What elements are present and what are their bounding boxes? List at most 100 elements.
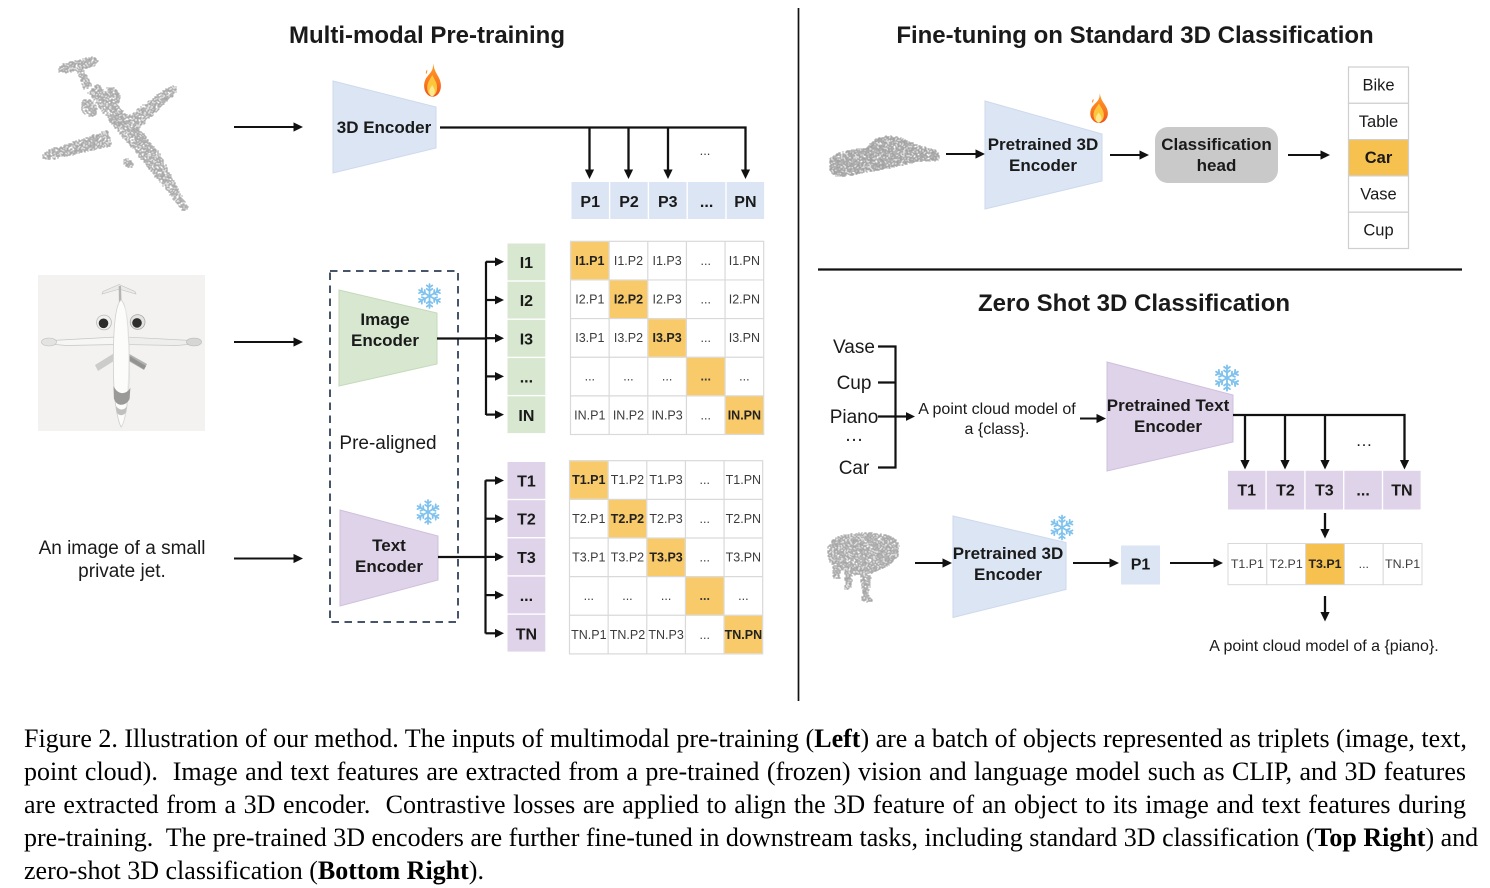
svg-text:An image of a small: An image of a small	[39, 538, 206, 559]
svg-text:…: …	[1356, 431, 1373, 450]
svg-text:...: ...	[623, 370, 633, 384]
svg-text:...: ...	[661, 589, 671, 603]
svg-text:Table: Table	[1359, 113, 1398, 131]
svg-text:...: ...	[700, 512, 710, 526]
svg-text:Vase: Vase	[1360, 185, 1396, 203]
svg-text:TN.P2: TN.P2	[610, 628, 645, 642]
svg-text:Pre-aligned: Pre-aligned	[339, 433, 436, 454]
svg-text:...: ...	[1359, 557, 1369, 571]
svg-text:...: ...	[701, 331, 711, 345]
svg-text:...: ...	[701, 292, 711, 306]
svg-text:TN.PN: TN.PN	[725, 628, 763, 642]
svg-text:Bike: Bike	[1362, 77, 1394, 95]
svg-text:T2.P2: T2.P2	[611, 512, 644, 526]
svg-text:T1.P1: T1.P1	[572, 473, 605, 487]
svg-text:IN.PN: IN.PN	[728, 408, 761, 422]
svg-text:I3.PN: I3.PN	[729, 331, 760, 345]
svg-text:T2.PN: T2.PN	[726, 512, 761, 526]
svg-text:T1.P1: T1.P1	[1231, 557, 1264, 571]
svg-text:T3.P2: T3.P2	[611, 551, 644, 565]
svg-text:IN.P1: IN.P1	[574, 408, 605, 422]
svg-text:T3: T3	[1315, 483, 1334, 500]
svg-text:Pretrained 3D: Pretrained 3D	[988, 135, 1099, 154]
svg-text:...: ...	[738, 589, 748, 603]
svg-text:T2.P1: T2.P1	[1270, 557, 1303, 571]
svg-text:Encoder: Encoder	[351, 331, 419, 350]
svg-text:T1.PN: T1.PN	[726, 473, 761, 487]
svg-text:…: …	[845, 425, 864, 446]
svg-text:Piano: Piano	[830, 407, 879, 428]
svg-text:P3: P3	[658, 194, 678, 211]
svg-text:I1.PN: I1.PN	[729, 254, 760, 268]
svg-text:...: ...	[700, 551, 710, 565]
svg-text:...: ...	[701, 254, 711, 268]
svg-text:Car: Car	[1365, 149, 1393, 167]
svg-text:IN.P2: IN.P2	[613, 408, 644, 422]
svg-text:Cup: Cup	[1363, 222, 1393, 240]
svg-text:Encoder: Encoder	[355, 557, 423, 576]
svg-text:...: ...	[700, 143, 711, 158]
svg-text:I1.P2: I1.P2	[614, 254, 643, 268]
svg-text:IN.P3: IN.P3	[651, 408, 682, 422]
svg-text:I1.P3: I1.P3	[653, 254, 682, 268]
svg-text:T1: T1	[1237, 483, 1256, 500]
svg-text:...: ...	[700, 473, 710, 487]
svg-text:...: ...	[520, 370, 533, 387]
svg-text:...: ...	[739, 370, 749, 384]
svg-text:...: ...	[662, 370, 672, 384]
svg-text:T2: T2	[1276, 483, 1295, 500]
svg-text:3D Encoder: 3D Encoder	[337, 118, 432, 137]
svg-text:Cup: Cup	[837, 373, 872, 394]
svg-text:Classification: Classification	[1161, 135, 1272, 154]
svg-text:T3: T3	[517, 550, 536, 567]
svg-text:A point cloud model of a {pian: A point cloud model of a {piano}.	[1209, 638, 1439, 655]
svg-text:T2.P3: T2.P3	[649, 512, 682, 526]
svg-text:P1: P1	[580, 194, 600, 211]
svg-text:I2: I2	[520, 293, 533, 310]
svg-text:TN.P1: TN.P1	[571, 628, 606, 642]
svg-text:...: ...	[584, 589, 594, 603]
svg-text:I2.P3: I2.P3	[653, 292, 682, 306]
svg-text:TN.P3: TN.P3	[648, 628, 683, 642]
svg-text:Encoder: Encoder	[1134, 417, 1202, 436]
svg-text:...: ...	[622, 589, 632, 603]
svg-text:...: ...	[701, 370, 711, 384]
svg-text:Encoder: Encoder	[1009, 156, 1077, 175]
svg-text:TN.P1: TN.P1	[1385, 557, 1420, 571]
svg-text:I2.P1: I2.P1	[575, 292, 604, 306]
svg-text:Car: Car	[839, 458, 870, 479]
svg-text:...: ...	[1356, 483, 1369, 500]
svg-text:T3.PN: T3.PN	[726, 551, 761, 565]
svg-text:Multi-modal Pre-training: Multi-modal Pre-training	[289, 22, 565, 49]
svg-text:Pretrained Text: Pretrained Text	[1107, 396, 1230, 415]
svg-text:T1.P2: T1.P2	[611, 473, 644, 487]
svg-text:Image: Image	[360, 310, 409, 329]
svg-text:TN: TN	[1391, 483, 1412, 500]
svg-text:IN: IN	[518, 408, 534, 425]
svg-text:T1: T1	[517, 474, 536, 491]
svg-text:I3.P3: I3.P3	[653, 331, 682, 345]
svg-text:I2.P2: I2.P2	[614, 292, 643, 306]
svg-text:I3.P2: I3.P2	[614, 331, 643, 345]
svg-text:head: head	[1197, 156, 1237, 175]
svg-text:A point cloud model of: A point cloud model of	[918, 401, 1076, 418]
svg-text:Text: Text	[372, 536, 406, 555]
svg-text:T1.P3: T1.P3	[649, 473, 682, 487]
svg-text:T3.P1: T3.P1	[1308, 557, 1341, 571]
svg-text:T2.P1: T2.P1	[572, 512, 605, 526]
svg-text:T2: T2	[517, 512, 536, 529]
svg-text:Vase: Vase	[833, 337, 875, 358]
svg-text:Zero Shot 3D Classification: Zero Shot 3D Classification	[978, 290, 1290, 317]
svg-text:...: ...	[520, 588, 533, 605]
svg-text:...: ...	[585, 370, 595, 384]
svg-text:...: ...	[700, 194, 713, 211]
svg-text:P1: P1	[1131, 557, 1151, 574]
svg-text:I2.PN: I2.PN	[729, 292, 760, 306]
svg-text:Pretrained 3D: Pretrained 3D	[953, 544, 1064, 563]
svg-text:private jet.: private jet.	[78, 561, 166, 582]
svg-text:T3.P3: T3.P3	[649, 551, 682, 565]
svg-text:...: ...	[700, 589, 710, 603]
svg-text:I1.P1: I1.P1	[575, 254, 604, 268]
svg-text:a {class}.: a {class}.	[965, 421, 1030, 438]
svg-text:TN: TN	[516, 626, 537, 643]
